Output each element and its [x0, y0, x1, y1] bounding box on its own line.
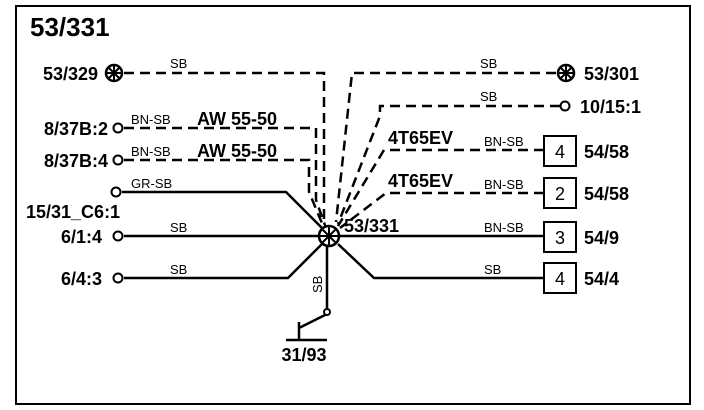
wire-label-sb-10-15: SB [480, 89, 497, 104]
wire-6-4-3 [124, 243, 323, 280]
label-box-1: 54/58 [584, 142, 629, 162]
ground-switch-pin-icon [323, 308, 331, 316]
wire-53-329 [124, 71, 326, 220]
wire-15-31 [122, 190, 323, 229]
annotation-aw-1: AW 55-50 [197, 109, 277, 129]
connector-box-3 [543, 221, 577, 253]
wire-label-sb-top-left: SB [170, 56, 187, 71]
connector-box-1 [543, 135, 577, 167]
connector-box-2 [543, 177, 577, 209]
box-2-number: 2 [555, 184, 565, 204]
terminal-6-1-4-icon [112, 230, 124, 242]
annotation-aw-2: AW 55-50 [197, 141, 277, 161]
label-53-329: 53/329 [43, 64, 98, 84]
terminal-10-15-1-icon [559, 100, 571, 112]
connector-box-4 [543, 262, 577, 294]
label-8-37b-4: 8/37B:4 [44, 151, 108, 171]
label-10-15-1: 10/15:1 [580, 97, 641, 117]
label-6-4-3: 6/4:3 [61, 269, 102, 289]
wire-53-301 [334, 71, 556, 223]
label-8-37b-2: 8/37B:2 [44, 119, 108, 139]
box-1-number: 4 [555, 142, 565, 162]
wire-8-37b-2 [124, 126, 328, 229]
wire-label-bnsb-r2: BN-SB [484, 177, 524, 192]
wire-label-sb-top-right: SB [480, 56, 497, 71]
label-15-31: 15/31_C6:1 [26, 202, 120, 222]
label-box-3: 54/9 [584, 228, 619, 248]
wire-label-bnsb-r1: BN-SB [484, 134, 524, 149]
wire-label-bnsb-1: BN-SB [131, 112, 171, 127]
terminal-8-37b-2-icon [112, 122, 124, 134]
terminal-8-37b-4-icon [112, 154, 124, 166]
ground-label: 31/93 [281, 345, 326, 365]
wire-label-sb-r4: SB [484, 262, 501, 277]
splice-53-329-icon [104, 63, 124, 83]
wire-label-sb-ground: SB [310, 276, 325, 293]
wire-label-sb-6-4: SB [170, 262, 187, 277]
label-53-301: 53/301 [584, 64, 639, 84]
center-label: 53/331 [344, 216, 399, 236]
wire-label-bnsb-r3: BN-SB [484, 220, 524, 235]
label-box-4: 54/4 [584, 269, 619, 289]
box-3-number: 3 [555, 228, 565, 248]
splice-53-301-icon [556, 63, 576, 83]
terminal-6-4-3-icon [112, 272, 124, 284]
diagram-title: 53/331 [30, 12, 110, 42]
box-4-number: 4 [555, 269, 565, 289]
annotation-ev-2: 4T65EV [388, 171, 453, 191]
wire-box-1 [336, 148, 544, 227]
wire-8-37b-4 [124, 158, 326, 229]
wire-10-15-1 [336, 104, 560, 225]
label-6-1-4: 6/1:4 [61, 227, 102, 247]
terminal-15-31-icon [110, 186, 122, 198]
wire-label-bnsb-2: BN-SB [131, 144, 171, 159]
wire-box-2 [339, 191, 544, 229]
wire-box-4 [337, 243, 544, 280]
ground-switch [298, 312, 328, 330]
center-splice-icon [317, 224, 341, 248]
label-box-2: 54/58 [584, 184, 629, 204]
wire-label-grsb: GR-SB [131, 176, 172, 191]
wire-label-sb-6-1: SB [170, 220, 187, 235]
annotation-ev-1: 4T65EV [388, 128, 453, 148]
